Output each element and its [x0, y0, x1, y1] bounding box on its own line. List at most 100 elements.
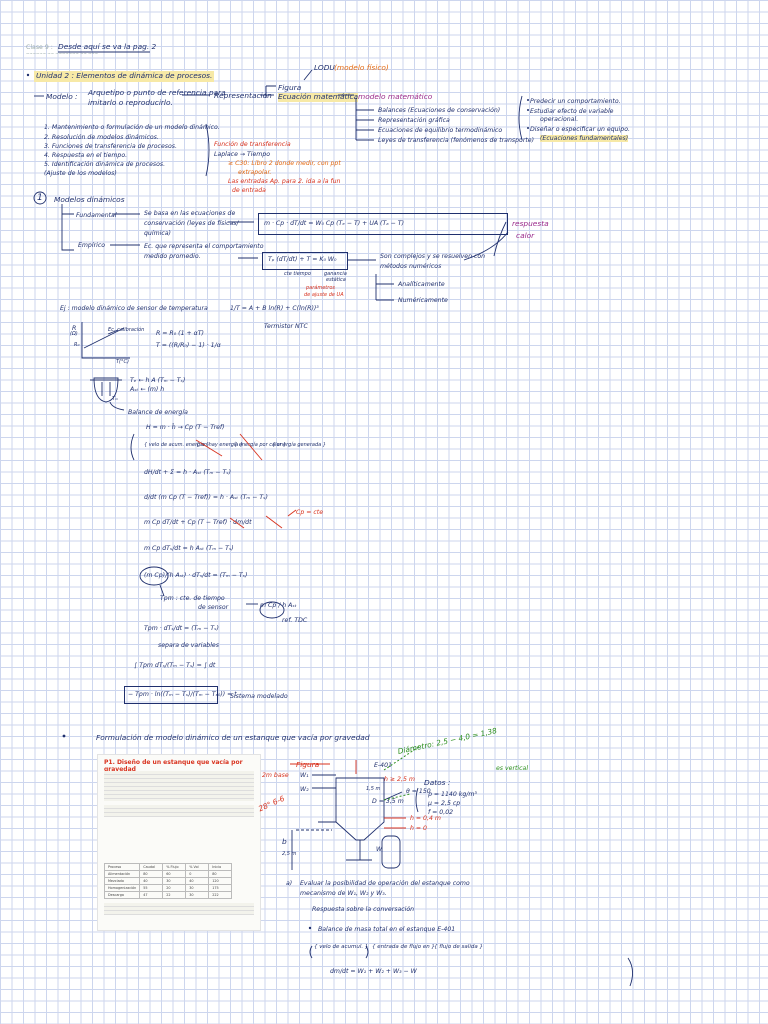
branch-lines	[355, 98, 374, 141]
graph-eq-2: T = ((R/R₀) − 1) · 1/α	[156, 342, 221, 349]
unidad-title: Unidad 2 : Elementos de dinámica de proc…	[34, 71, 214, 82]
estatica-label: estática	[326, 277, 346, 283]
datos-2: μ = 2,5 cp	[428, 800, 461, 807]
eq-d3: m Cp dTₛ/dt = h Aₛₜ (Tₘ − Tₛ)	[144, 545, 234, 552]
tank-body	[335, 777, 385, 841]
arrow-line	[109, 401, 125, 411]
representacion-label: Representación	[214, 91, 272, 100]
strike-line	[195, 439, 223, 457]
bullet-dot	[62, 734, 66, 738]
list-item-6: (Ajuste de los modelos)	[44, 170, 117, 177]
arrow-line	[303, 69, 313, 81]
complejos-1: Son complejos y se resuelven con	[380, 253, 486, 260]
complejos-2: métodos numéricos	[380, 263, 442, 270]
embed-paragraph-3	[104, 903, 254, 915]
respuesta-label-2: calor	[516, 231, 535, 240]
tank-b-label: b	[282, 837, 287, 846]
arrow-line	[110, 213, 140, 246]
modelo-note-4: Diseñar o especificar un equipo.	[530, 126, 630, 133]
ejemplo-label: Ej : modelo dinámico de sensor de temper…	[60, 305, 208, 312]
ganancia-label: ganancia	[324, 271, 347, 277]
green-dashed	[383, 793, 411, 801]
balance-acum: { velo de acumul. }	[314, 944, 369, 950]
eq-fundamental: m · Cp · dT/dt = W₀ Cp (Tₑ − T) + UA (Tₐ…	[264, 220, 404, 227]
modelo-def-1: Arquetipo o punto de referencia para	[88, 88, 226, 97]
branch-lines	[375, 274, 394, 301]
tank-angle: θ = 150	[406, 788, 431, 795]
de-ajuste-label: de ajuste de UA	[304, 292, 344, 298]
brace-line	[309, 945, 369, 959]
red-note-3: ≥ C30: Libro 2 donde medir, con ppt	[228, 160, 341, 167]
tank-w1: W₁	[300, 772, 309, 779]
branch-lines	[61, 204, 74, 251]
embed-paragraph-1	[104, 771, 254, 801]
list-item-1: 1. Mantenimiento o formulación de un mod…	[44, 124, 220, 131]
graph-unit-label: (Ω)	[70, 331, 78, 337]
emp-desc-1: Ec. que representa el comportamiento	[144, 243, 264, 250]
modelo-item-3: Ecuaciones de equilibrio termodinámico	[378, 127, 503, 134]
parametros-label: parámetros	[306, 285, 335, 291]
tank-v-label: 1,5 m	[366, 786, 381, 792]
numericamente-label: Numéricamente	[398, 297, 448, 304]
embed-title: P1. Diseño de un estanque que vacía por …	[104, 759, 243, 773]
eq-d5: Tpm · dTₛ/dt = (Tₘ − Tₛ)	[144, 625, 219, 632]
eq-int: ∫ Tpm dTₛ/(Tₘ − Tₛ) = ∫ dt	[134, 662, 216, 669]
sistema-label: Sistema modelado	[230, 693, 288, 700]
list-item-3: 3. Funciones de transferencia de proceso…	[44, 143, 177, 150]
brace-line	[518, 95, 523, 141]
circle-mark	[259, 601, 285, 619]
tank-h-label: h ≥ 2,5 m	[384, 776, 415, 783]
bullet-dot	[527, 127, 529, 129]
mcp-ahs: m Cp / h Aₛₜ	[260, 602, 297, 609]
eq-balance-3: Tₘ	[112, 396, 119, 402]
modelo-note-5: (Ecuaciones fundamentales)	[540, 135, 629, 143]
embedded-problem-card: P1. Diseño de un estanque que vacía por …	[98, 755, 260, 930]
red-annotation-1: 2m base	[262, 772, 289, 779]
section-number: 1	[37, 193, 43, 203]
separa-label: separa de variables	[158, 642, 219, 649]
balance-ent: { entrada de flujo en }	[372, 944, 435, 950]
arrow-line	[493, 221, 507, 257]
embed-cell: 222	[208, 891, 233, 899]
red-arrow	[287, 509, 297, 517]
cte-tiempo-label: cte tiempo	[284, 271, 311, 277]
acum-term-3: { energía por calor }	[234, 442, 287, 448]
red-note-2: Laplace → Tiempo	[214, 151, 271, 158]
red-note-5: Las entradas Ap. para 2. ida a la fun	[228, 178, 341, 185]
eq-balance-2: Aₛₜ ← (m) h	[130, 386, 165, 393]
figura-label: Figura	[278, 83, 302, 92]
brace-line	[130, 433, 135, 461]
ejemplo-ecuacion: 1/T = A + B ln(R) + C(ln(R))³	[230, 305, 319, 312]
tdc-ref: ref. TDC	[282, 617, 308, 624]
balance-eq: dm/dt = W₁ + W₂ + W₃ − W	[330, 968, 417, 975]
fund-desc-1: Se basa en las ecuaciones de	[144, 210, 236, 217]
green-note-2: es vertical	[496, 765, 529, 772]
eq-final-box	[124, 686, 218, 704]
graph-axis-t: T(°C)	[116, 359, 129, 365]
green-dashed	[383, 745, 421, 771]
red-note-1: Función de transferencia	[214, 141, 291, 148]
tank-id: E-401	[374, 762, 392, 769]
section-circle	[33, 191, 47, 205]
strike-line	[229, 517, 245, 529]
fund-desc-3: química)	[144, 230, 171, 237]
embed-paragraph-2	[104, 805, 254, 817]
header-note: Desde aquí se va la pag. 2	[58, 42, 157, 51]
formulacion-title: Formulación de modelo dinámico de un est…	[96, 733, 370, 742]
datos-3: f = 0,02	[428, 809, 454, 816]
balance-sal: { flujo de salida }	[434, 944, 483, 950]
graph-cal-label: Ec. calibración	[108, 327, 145, 333]
list-item-2: 2. Resolución de modelos dinámicos.	[44, 134, 159, 141]
eq-fundamental-box	[258, 213, 508, 235]
modelo-item-1: Balances (Ecuaciones de conservación)	[378, 107, 501, 114]
eq-d2: m Cp dT/dt + Cp (T − Tref) · dm/dt	[144, 519, 252, 526]
strike-line	[265, 515, 283, 529]
modelo-item-4: Leyes de transferencia (fenómenos de tra…	[378, 137, 535, 144]
header-clase: Clase 9 :	[26, 44, 53, 51]
eq-empirico-box	[262, 252, 348, 270]
strike-line	[239, 433, 263, 461]
tank-w2: W₂	[300, 786, 309, 793]
tpm-note-1: Tpm : cte. de tiempo	[160, 595, 225, 602]
embed-cell: Descarga	[103, 891, 141, 899]
